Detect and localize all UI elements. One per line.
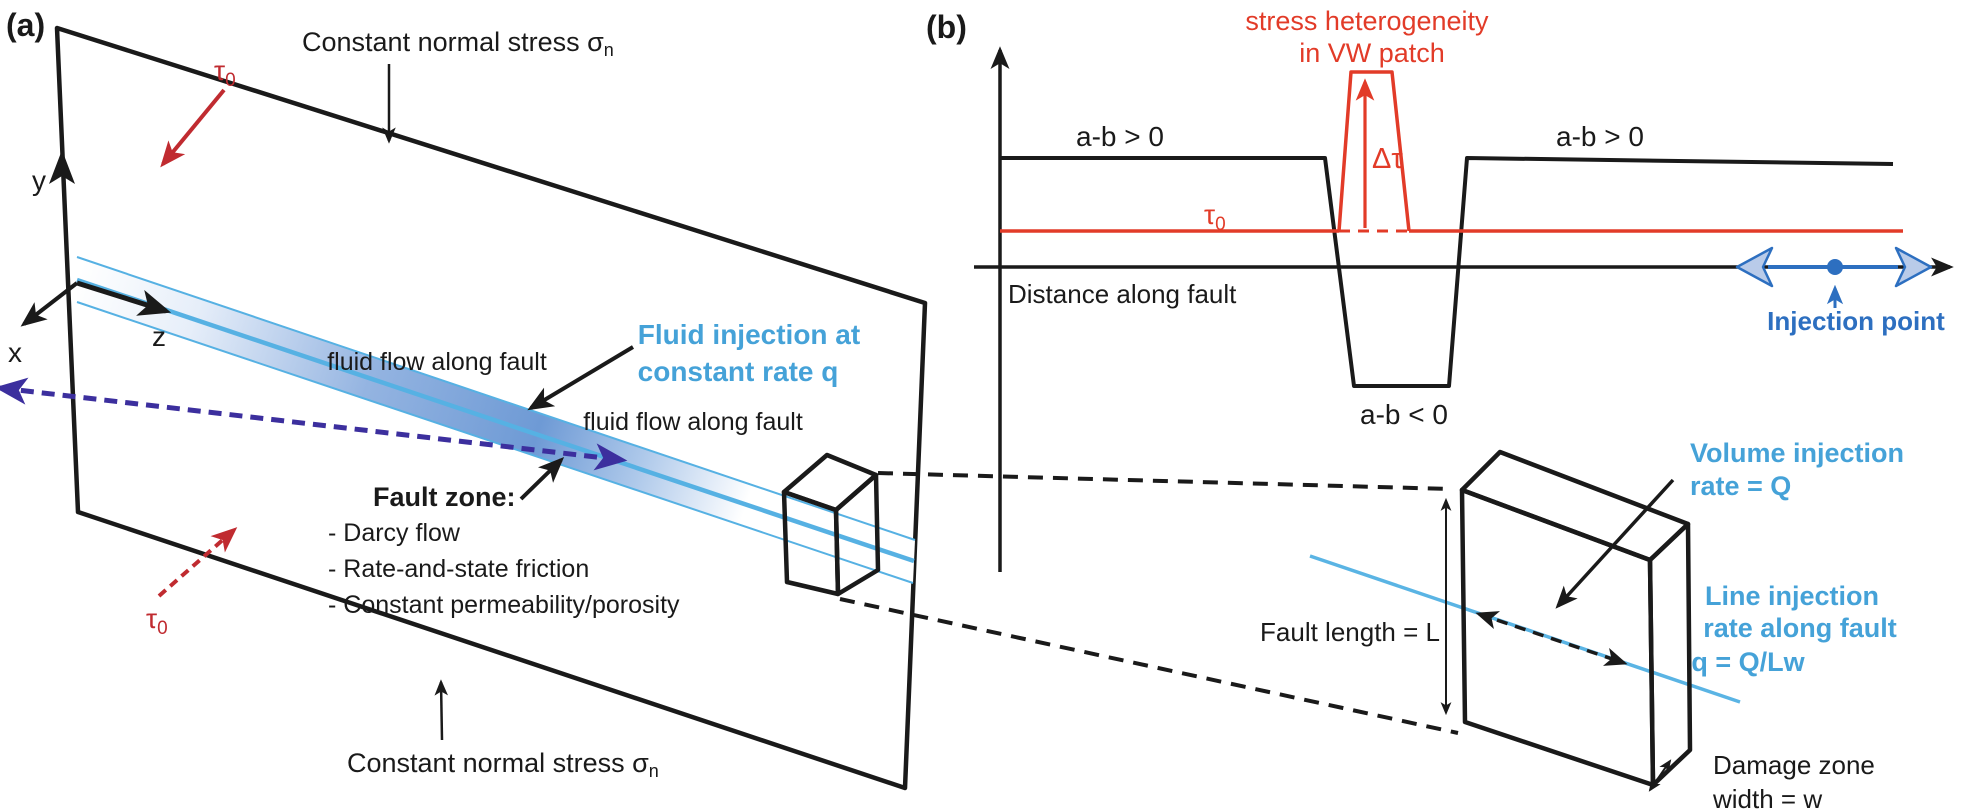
injection-point-label: Injection point <box>1767 306 1945 336</box>
top-normal-stress-label: Constant normal stress σn <box>302 27 614 60</box>
fault-zone-title: Fault zone: <box>373 482 516 512</box>
heterogeneity-label-line2: in VW patch <box>1299 38 1445 68</box>
y-axis-label: y <box>32 165 46 196</box>
fault-zone-item-3: - Constant permeability/porosity <box>328 591 680 619</box>
ab-positive-right-label: a-b > 0 <box>1556 121 1644 152</box>
z-axis-label: z <box>152 321 166 352</box>
stress-peak <box>1337 70 1411 232</box>
zoom-connector-upper <box>877 471 1451 491</box>
zoom-connector-lower <box>839 597 1459 735</box>
panel-a-label: (a) <box>6 7 45 43</box>
ab-friction-curve <box>1000 156 1894 388</box>
bottom-normal-stress-label: Constant normal stress σn <box>347 748 659 781</box>
block-top-face <box>1459 449 1691 563</box>
fluid-injection-label-line1: Fluid injection at <box>638 319 860 350</box>
fault-block: Fault length = L Volume injection rate =… <box>1260 438 1904 812</box>
bottom-stress-arrow <box>434 679 449 741</box>
panel-b-label: (b) <box>926 9 967 45</box>
z-axis <box>76 280 172 316</box>
fault-length-label: Fault length = L <box>1260 617 1440 647</box>
volume-injection-label-line1: Volume injection <box>1690 438 1904 468</box>
b-x-axis-label: Distance along fault <box>1008 279 1237 309</box>
panel-b: (b) Distance along fault a-b > 0 a-b > 0… <box>926 6 1954 572</box>
damage-width-measure-arrow <box>1648 759 1672 792</box>
tau0-top-arrow <box>160 88 226 168</box>
ab-negative-label: a-b < 0 <box>1360 399 1448 430</box>
x-axis-a <box>20 281 79 327</box>
damage-zone-label-line1: Damage zone <box>1713 750 1875 780</box>
line-injection-label-line2: rate along fault <box>1703 613 1897 643</box>
injection-point-dot <box>1827 259 1843 275</box>
tau0-bottom-arrow <box>157 527 238 598</box>
block-flow-dashed-arrow <box>1475 611 1628 666</box>
tau0-top-label: τ0 <box>214 55 236 91</box>
b-tau0-label: τ0 <box>1204 199 1226 235</box>
block-right-face <box>1647 521 1693 788</box>
diffusion-arrowhead-left <box>1735 246 1774 288</box>
injection-pointer-arrow <box>527 345 635 411</box>
sample-box-right-face <box>833 472 881 597</box>
sample-box <box>781 452 881 597</box>
heterogeneity-label-line1: stress heterogeneity <box>1245 6 1489 36</box>
diffusion-arrowhead-right <box>1894 246 1933 288</box>
fluid-injection-label-line2: constant rate q <box>638 356 839 387</box>
volume-injection-arrow <box>1555 478 1675 609</box>
flow-label-lower: fluid flow along fault <box>583 408 803 436</box>
fault-zone-pointer-arrow <box>519 456 565 501</box>
line-injection-label-line3: q = Q/Lw <box>1691 647 1805 677</box>
damage-zone-label-line2: width = w <box>1712 784 1822 812</box>
panel-a: (a) y z x Constant normal stress σn τ0 τ… <box>0 7 1459 791</box>
fault-zone-item-2: - Rate-and-state friction <box>328 555 589 583</box>
line-injection-label-line1: Line injection <box>1705 581 1879 611</box>
volume-injection-label-line2: rate = Q <box>1690 471 1791 501</box>
tau0-bottom-label: τ0 <box>146 603 168 639</box>
fault-zone-item-1: - Darcy flow <box>328 519 461 547</box>
x-axis-label: x <box>8 337 22 368</box>
delta-tau-label: Δτ <box>1372 143 1403 175</box>
y-axis-arrowhead <box>49 150 75 184</box>
flow-label-upper: fluid flow along fault <box>327 348 547 376</box>
ab-positive-left-label: a-b > 0 <box>1076 121 1164 152</box>
